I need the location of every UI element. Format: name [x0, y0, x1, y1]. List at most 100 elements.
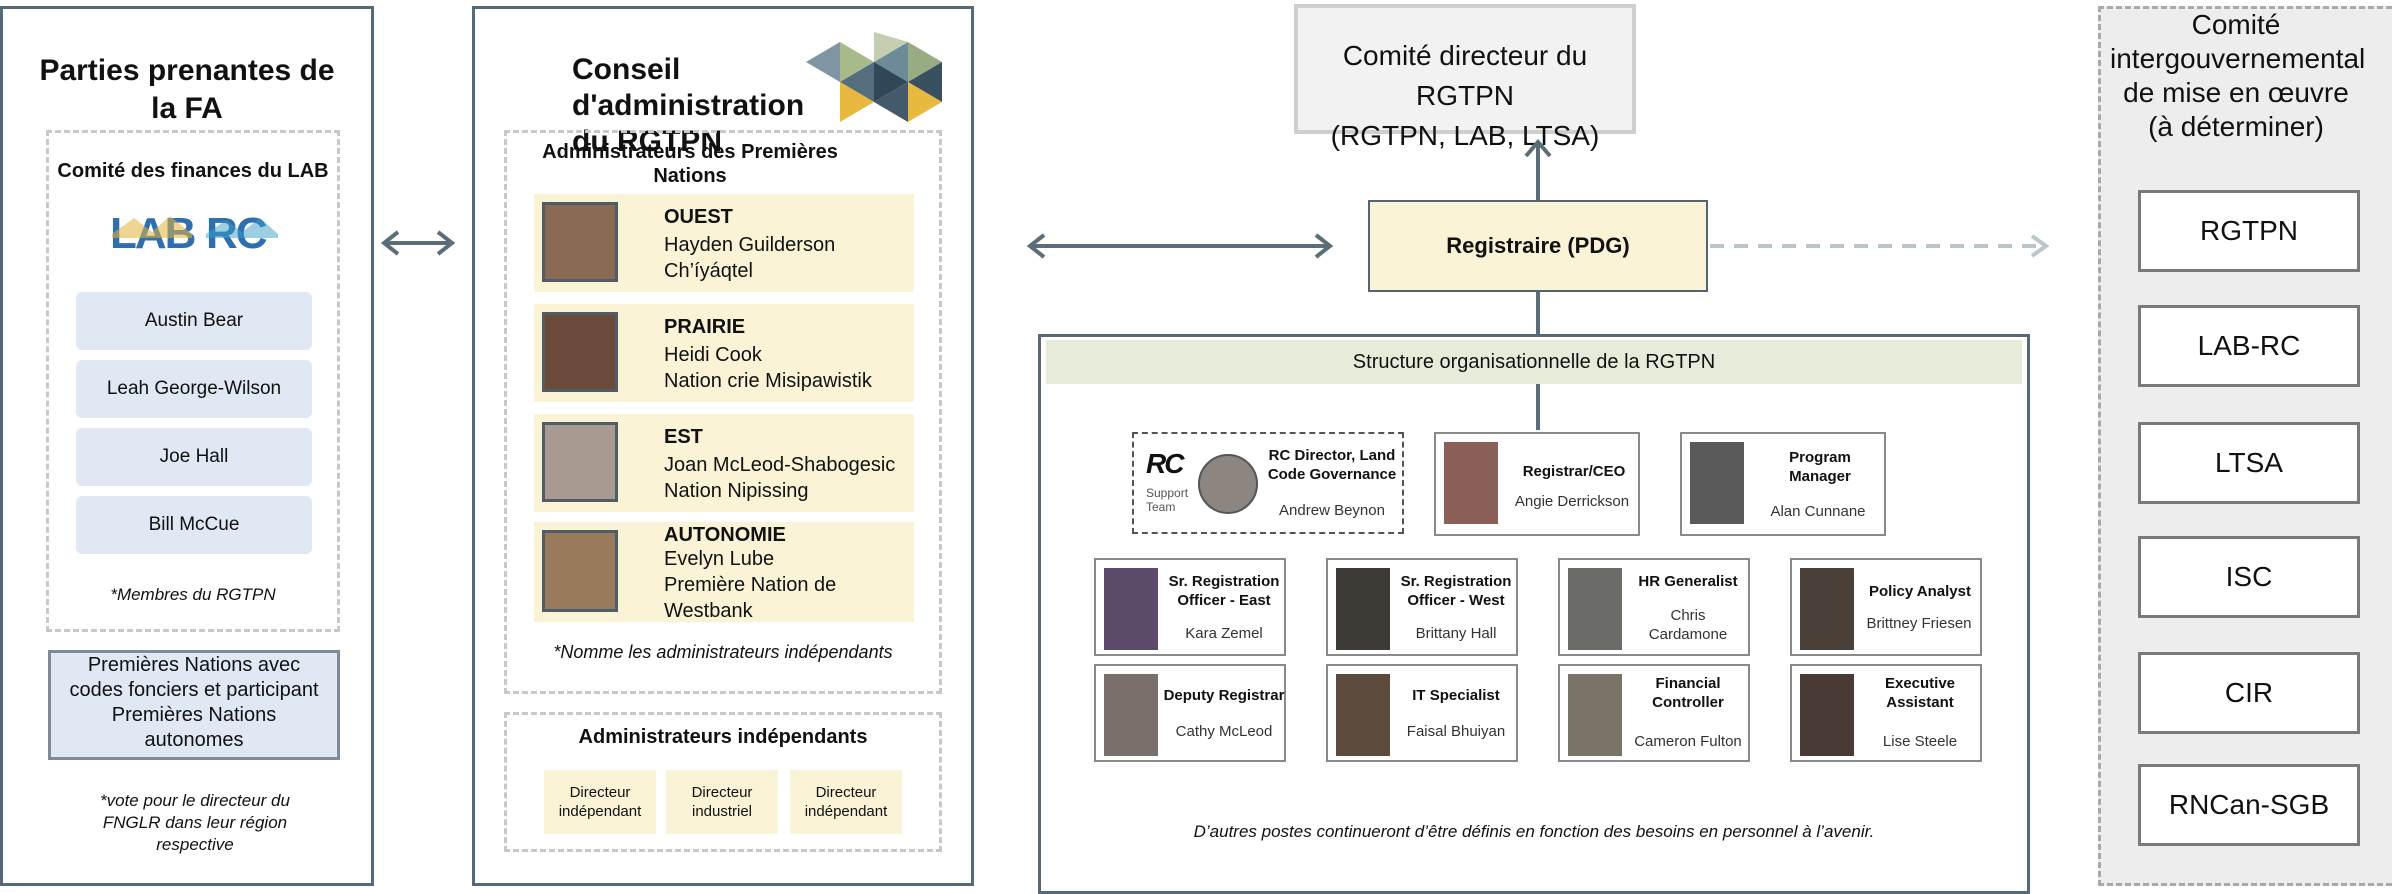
staff-name: Chris Cardamone — [1648, 607, 1728, 643]
independent-title: Administrateurs indépendants — [578, 726, 868, 748]
admin-nation: Nation crie Misipawistik — [664, 370, 872, 392]
independent-director: Directeur indépendant — [790, 770, 902, 834]
admin-region: EST — [664, 426, 703, 448]
admin-name: Hayden Guilderson — [664, 234, 836, 256]
implementation-member: RGTPN — [2138, 190, 2360, 272]
admin-card: EST Joan McLeod-Shabogesic Nation Nipiss… — [534, 414, 914, 512]
steering-committee-box: Comité directeur du RGTPN (RGTPN, LAB, L… — [1294, 4, 1636, 151]
stakeholders-title: Parties prenantes de la FA — [39, 54, 335, 125]
implementation-title: Comité intergouvernemental de mise en œu… — [2110, 9, 2366, 142]
admin-name: Joan McLeod-Shabogesic — [664, 454, 896, 476]
staff-photo — [1800, 568, 1854, 650]
staff-title: Registrar/CEO — [1522, 463, 1626, 480]
staff-title: Deputy Registrar — [1163, 687, 1285, 704]
staff-name: Kara Zemel — [1185, 625, 1263, 642]
staff-card: IT Specialist Faisal Bhuiyan — [1326, 664, 1518, 762]
finance-committee-box — [46, 130, 340, 632]
staff-photo — [1336, 568, 1390, 650]
admin-photo — [542, 202, 618, 282]
admin-card: OUEST Hayden Guilderson Ch’íyáqtel — [534, 194, 914, 292]
staff-photo — [1104, 568, 1158, 650]
member-pill: Bill McCue — [76, 496, 312, 554]
staff-photo — [1800, 674, 1854, 756]
double-arrow-icon — [380, 230, 456, 256]
staff-photo — [1444, 442, 1498, 524]
admin-photo — [542, 422, 618, 502]
implementation-member: LAB-RC — [2138, 305, 2360, 387]
staff-photo — [1568, 568, 1622, 650]
staff-name: Alan Cunnane — [1770, 503, 1866, 520]
staff-photo — [1336, 674, 1390, 756]
staff-title: Executive Assistant — [1884, 675, 1956, 711]
staff-title: Financial Controller — [1652, 675, 1724, 711]
steering-subtitle: (RGTPN, LAB, LTSA) — [1330, 120, 1600, 151]
board-logo — [806, 32, 942, 122]
admin-region: PRAIRIE — [664, 316, 746, 338]
staff-card: Deputy Registrar Cathy McLeod — [1094, 664, 1286, 762]
staff-card: Executive Assistant Lise Steele — [1790, 664, 1982, 762]
staff-name: Faisal Bhuiyan — [1406, 723, 1506, 740]
staff-photo — [1568, 674, 1622, 756]
staff-card: Policy Analyst Brittney Friesen — [1790, 558, 1982, 656]
staff-photo — [1690, 442, 1744, 524]
vote-note: *vote pour le directeur du FNGLR dans le… — [100, 791, 290, 854]
staff-name: Angie Derrickson — [1514, 493, 1630, 510]
staff-title: Program Manager — [1789, 449, 1851, 485]
admin-card: AUTONOMIE Evelyn Lube Première Nation de… — [534, 522, 914, 622]
admin-name: Evelyn Lube — [664, 548, 775, 570]
admin-photo — [542, 530, 618, 612]
staff-card: Sr. Registration Officer - East Kara Zem… — [1094, 558, 1286, 656]
staff-title: IT Specialist — [1412, 687, 1500, 704]
staff-photo — [1104, 674, 1158, 756]
admin-card: PRAIRIE Heidi Cook Nation crie Misipawis… — [534, 304, 914, 402]
support-name: Andrew Beynon — [1279, 502, 1385, 519]
admin-region: AUTONOMIE — [664, 524, 786, 546]
independent-director: Directeur indépendant — [544, 770, 656, 834]
staff-name: Brittany Hall — [1415, 625, 1497, 642]
first-nations-box: Premières Nations avec codes fonciers et… — [48, 650, 340, 760]
lab-rc-logo: LAB RC — [108, 208, 284, 258]
fn-admins-title: Administrateurs des Premières Nations — [542, 141, 838, 187]
implementation-member: RNCan-SGB — [2138, 764, 2360, 846]
members-note: *Membres du RGTPN — [110, 585, 276, 604]
independent-box — [504, 712, 942, 852]
implementation-member: CIR — [2138, 652, 2360, 734]
admin-nation: Première Nation de — [664, 574, 837, 596]
admin-photo — [542, 312, 618, 392]
support-team-label: Support Team — [1146, 486, 1189, 514]
connector-lines — [1026, 138, 2050, 430]
fn-admins-box — [504, 130, 942, 694]
admin-nation: Ch’íyáqtel — [664, 260, 753, 282]
staff-title: Sr. Registration Officer - East — [1168, 573, 1280, 609]
member-pill: Austin Bear — [76, 292, 312, 350]
staff-name: Cathy McLeod — [1175, 723, 1273, 740]
admin-region: OUEST — [664, 206, 733, 228]
staff-name: Cameron Fulton — [1634, 733, 1742, 750]
staff-card: Financial Controller Cameron Fulton — [1558, 664, 1750, 762]
implementation-member: LTSA — [2138, 422, 2360, 504]
staff-title: Sr. Registration Officer - West — [1400, 573, 1512, 609]
admins-note: *Nomme les administrateurs indépendants — [553, 642, 893, 662]
staff-card: Program Manager Alan Cunnane — [1680, 432, 1886, 536]
member-pill: Joe Hall — [76, 428, 312, 486]
admin-nation: Westbank — [664, 600, 753, 622]
staff-name: Brittney Friesen — [1866, 615, 1972, 632]
staff-title: Policy Analyst — [1869, 583, 1971, 600]
admin-name: Heidi Cook — [664, 344, 762, 366]
support-card: RC Support Team RC Director, Land Code G… — [1132, 432, 1404, 534]
steering-title: Comité directeur du RGTPN — [1342, 40, 1588, 111]
org-footer-note: D’autres postes continueront d’être défi… — [1193, 822, 1875, 841]
staff-card: Registrar/CEO Angie Derrickson — [1434, 432, 1640, 536]
support-photo — [1198, 454, 1258, 514]
staff-title: HR Generalist — [1638, 573, 1738, 590]
structure-title: Structure organisationnelle de la RGTPN — [1046, 340, 2022, 384]
staff-name: Lise Steele — [1882, 733, 1958, 750]
staff-card: HR Generalist Chris Cardamone — [1558, 558, 1750, 656]
member-pill: Leah George-Wilson — [76, 360, 312, 418]
independent-director: Directeur industriel — [666, 770, 778, 834]
rc-logo: RC — [1146, 448, 1184, 479]
staff-card: Sr. Registration Officer - West Brittany… — [1326, 558, 1518, 656]
implementation-member: ISC — [2138, 536, 2360, 618]
registrar-box: Registraire (PDG) — [1368, 200, 1708, 292]
admin-nation: Nation Nipissing — [664, 480, 809, 502]
